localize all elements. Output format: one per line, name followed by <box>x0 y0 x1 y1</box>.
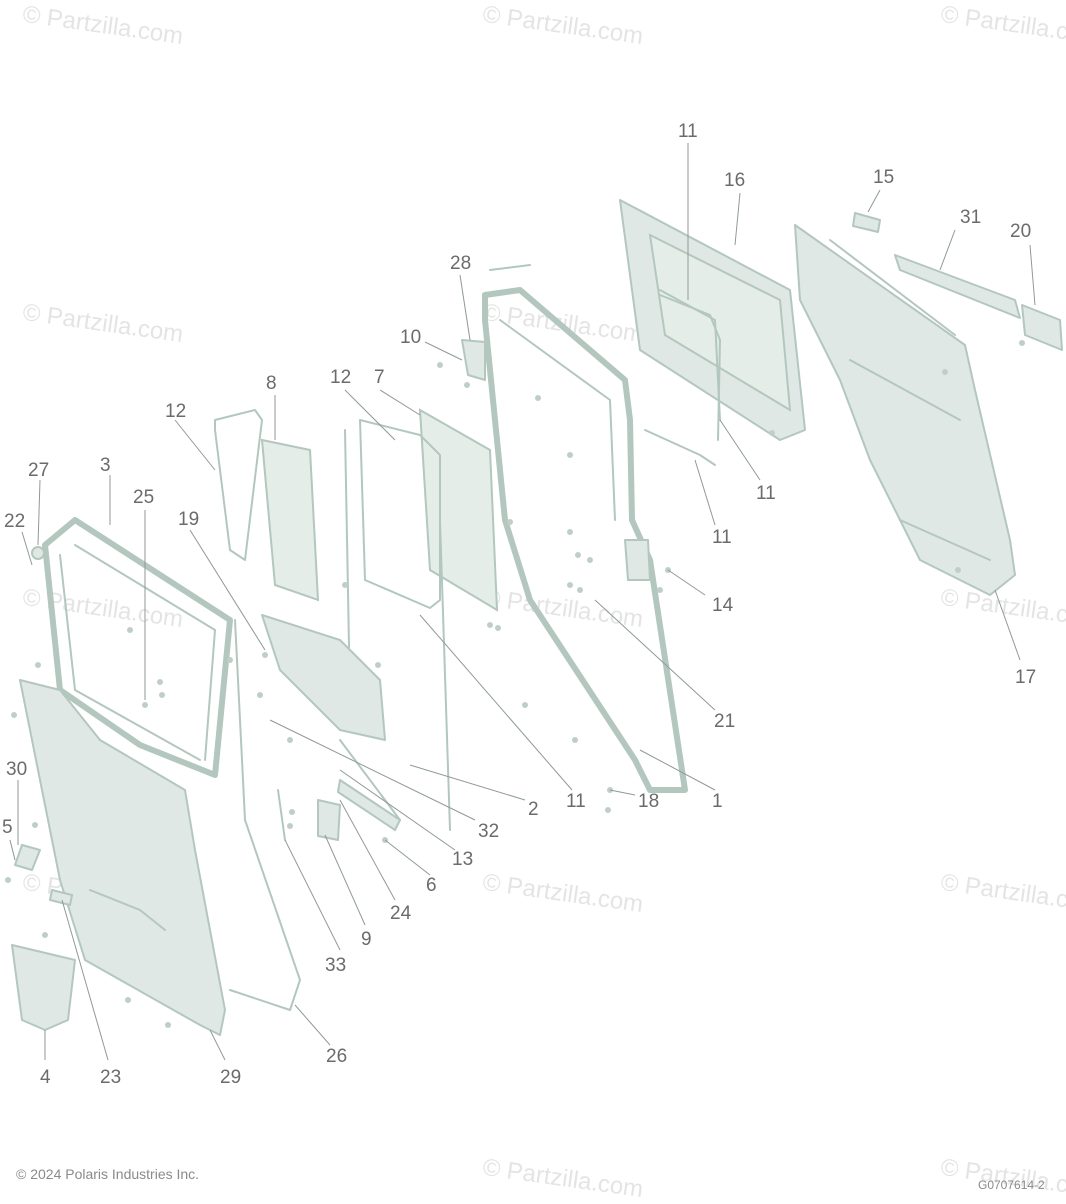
door-glass-part <box>418 408 499 612</box>
lower-trim-part <box>19 679 226 1036</box>
inner-frame-part <box>42 517 233 778</box>
callout-8: 8 <box>266 373 277 394</box>
callout-18: 18 <box>638 791 660 812</box>
trim-panel-part <box>794 224 1016 596</box>
callout-28: 28 <box>450 253 472 274</box>
callout-21: 21 <box>714 711 736 732</box>
callout-12-center: 12 <box>330 367 352 388</box>
door-handle-part <box>337 779 401 831</box>
window-regulator-part <box>261 614 401 821</box>
door-seal-part <box>229 619 301 1011</box>
door-frame-part <box>482 287 688 793</box>
callout-6: 6 <box>426 875 437 896</box>
callout-11-top: 11 <box>678 121 698 142</box>
callout-24: 24 <box>390 903 412 924</box>
leader-lines <box>9 143 1036 1061</box>
callout-2: 2 <box>528 799 539 820</box>
callout-11-right-lower: 11 <box>712 527 732 548</box>
callout-11-center: 11 <box>566 791 586 812</box>
handle-strip-part <box>894 254 1021 319</box>
callout-20: 20 <box>1010 221 1032 242</box>
callout-27: 27 <box>28 460 50 481</box>
callout-9: 9 <box>361 929 372 950</box>
callout-11-right-upper: 11 <box>756 483 776 504</box>
callout-26: 26 <box>326 1046 348 1067</box>
fastener-group <box>5 340 1025 1028</box>
small-cover-part <box>852 212 881 233</box>
callout-12-left: 12 <box>165 401 187 422</box>
callout-29: 29 <box>220 1067 242 1088</box>
callout-4: 4 <box>40 1067 51 1088</box>
callout-33: 33 <box>325 955 347 976</box>
callout-3: 3 <box>100 455 111 476</box>
grommet-part <box>31 546 45 560</box>
callout-17: 17 <box>1015 667 1037 688</box>
callout-22: 22 <box>4 511 26 532</box>
pocket-part <box>11 944 76 1031</box>
callout-15: 15 <box>873 167 895 188</box>
callout-13: 13 <box>452 849 474 870</box>
callout-10: 10 <box>400 327 422 348</box>
latch-part <box>461 264 531 381</box>
hinge-bracket-part <box>14 844 41 871</box>
callout-31: 31 <box>960 207 982 228</box>
callout-32: 32 <box>478 821 500 842</box>
callout-14: 14 <box>712 595 734 616</box>
callout-1: 1 <box>712 791 723 812</box>
callout-16: 16 <box>724 170 746 191</box>
callout-19: 19 <box>178 509 200 530</box>
callout-5: 5 <box>2 817 13 838</box>
callout-7: 7 <box>374 367 385 388</box>
callout-25: 25 <box>133 487 155 508</box>
small-clip-part <box>49 889 73 906</box>
rod-part <box>277 789 341 841</box>
copyright-text: © 2024 Polaris Industries Inc. <box>16 1166 200 1182</box>
vent-glass-part <box>260 438 320 602</box>
diagram-code: G0707614-2 <box>978 1178 1045 1192</box>
callout-23: 23 <box>100 1067 122 1088</box>
callout-30: 30 <box>6 759 28 780</box>
latch-bracket-part <box>1021 304 1063 351</box>
